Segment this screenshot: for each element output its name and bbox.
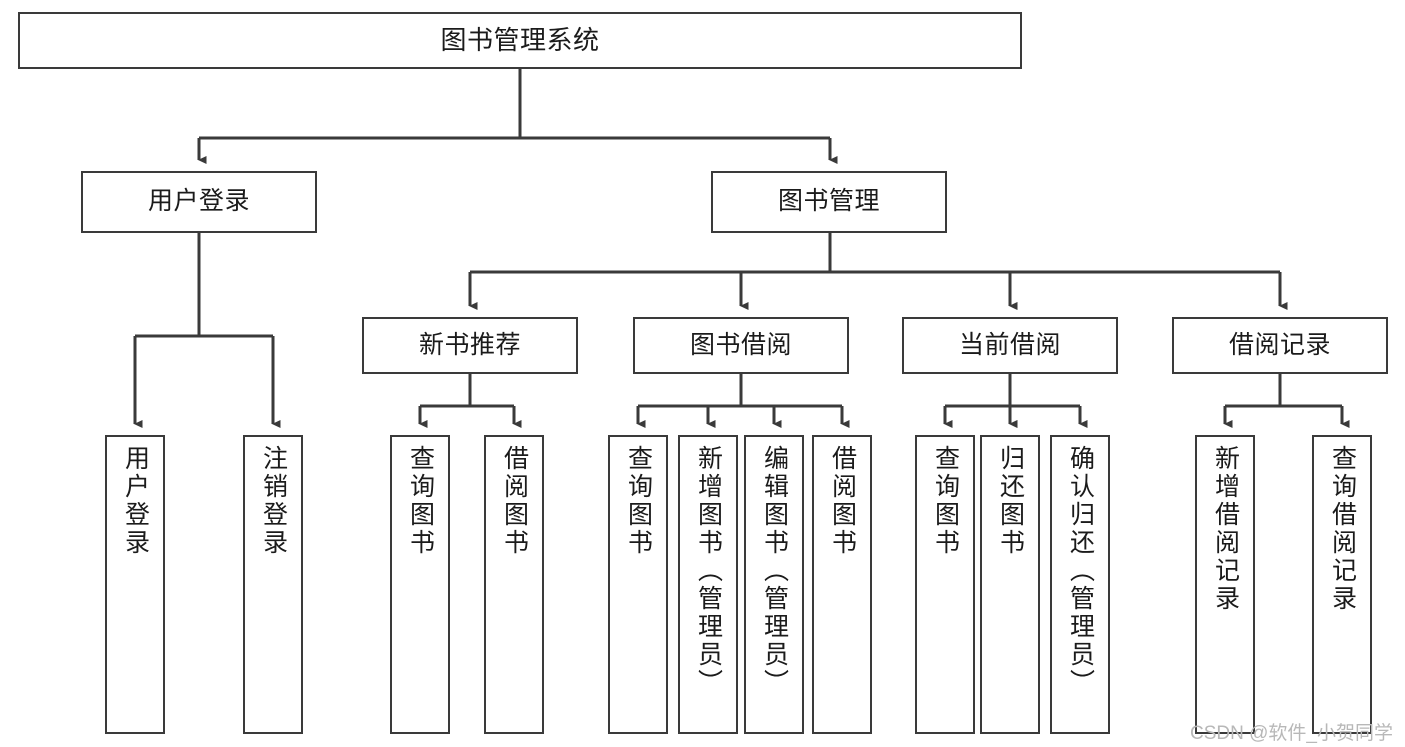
leaf-borrow-book[interactable]: 借阅图书 xyxy=(812,435,872,734)
node-current-borrow-label: 当前借阅 xyxy=(958,330,1061,359)
leaf-edit-book[interactable]: 编辑图书（管理员） xyxy=(744,435,804,734)
node-book-manage-label: 图书管理 xyxy=(777,187,880,216)
leaf-user-login-label: 用户登录 xyxy=(121,445,150,557)
leaf-borrow-book-label: 借阅图书 xyxy=(828,445,857,557)
leaf-query-book-current-label: 查询图书 xyxy=(931,445,960,557)
leaf-user-logout-label: 注销登录 xyxy=(259,445,288,557)
leaf-edit-book-label: 编辑图书（管理员） xyxy=(760,445,789,697)
leaf-user-login[interactable]: 用户登录 xyxy=(105,435,165,734)
leaf-query-borrow-record-label: 查询借阅记录 xyxy=(1328,445,1357,613)
node-book-borrow[interactable]: 图书借阅 xyxy=(633,317,849,374)
node-borrow-record-label: 借阅记录 xyxy=(1228,330,1331,359)
node-user-login[interactable]: 用户登录 xyxy=(81,171,317,233)
leaf-confirm-return[interactable]: 确认归还（管理员） xyxy=(1050,435,1110,734)
leaf-return-book-label: 归还图书 xyxy=(996,445,1025,557)
leaf-confirm-return-label: 确认归还（管理员） xyxy=(1066,445,1095,697)
leaf-query-book-borrow[interactable]: 查询图书 xyxy=(608,435,668,734)
leaf-borrow-book-recommend[interactable]: 借阅图书 xyxy=(484,435,544,734)
leaf-return-book[interactable]: 归还图书 xyxy=(980,435,1040,734)
leaf-user-logout[interactable]: 注销登录 xyxy=(243,435,303,734)
node-book-borrow-label: 图书借阅 xyxy=(689,330,792,359)
leaf-query-book-recommend-label: 查询图书 xyxy=(406,445,435,557)
node-new-book-recommend-label: 新书推荐 xyxy=(418,330,521,359)
node-root-label: 图书管理系统 xyxy=(440,25,600,56)
leaf-query-book-borrow-label: 查询图书 xyxy=(624,445,653,557)
node-borrow-record[interactable]: 借阅记录 xyxy=(1172,317,1388,374)
leaf-query-book-recommend[interactable]: 查询图书 xyxy=(390,435,450,734)
leaf-add-borrow-record[interactable]: 新增借阅记录 xyxy=(1195,435,1255,734)
node-root[interactable]: 图书管理系统 xyxy=(18,12,1022,69)
node-current-borrow[interactable]: 当前借阅 xyxy=(902,317,1118,374)
node-book-manage[interactable]: 图书管理 xyxy=(711,171,947,233)
leaf-query-borrow-record[interactable]: 查询借阅记录 xyxy=(1312,435,1372,734)
leaf-borrow-book-recommend-label: 借阅图书 xyxy=(500,445,529,557)
node-user-login-label: 用户登录 xyxy=(147,187,250,216)
leaf-add-borrow-record-label: 新增借阅记录 xyxy=(1211,445,1240,613)
node-new-book-recommend[interactable]: 新书推荐 xyxy=(362,317,578,374)
leaf-query-book-current[interactable]: 查询图书 xyxy=(915,435,975,734)
csdn-watermark: CSDN @软件_小贺同学 xyxy=(1190,723,1393,744)
leaf-add-book[interactable]: 新增图书（管理员） xyxy=(678,435,738,734)
leaf-add-book-label: 新增图书（管理员） xyxy=(694,445,723,697)
